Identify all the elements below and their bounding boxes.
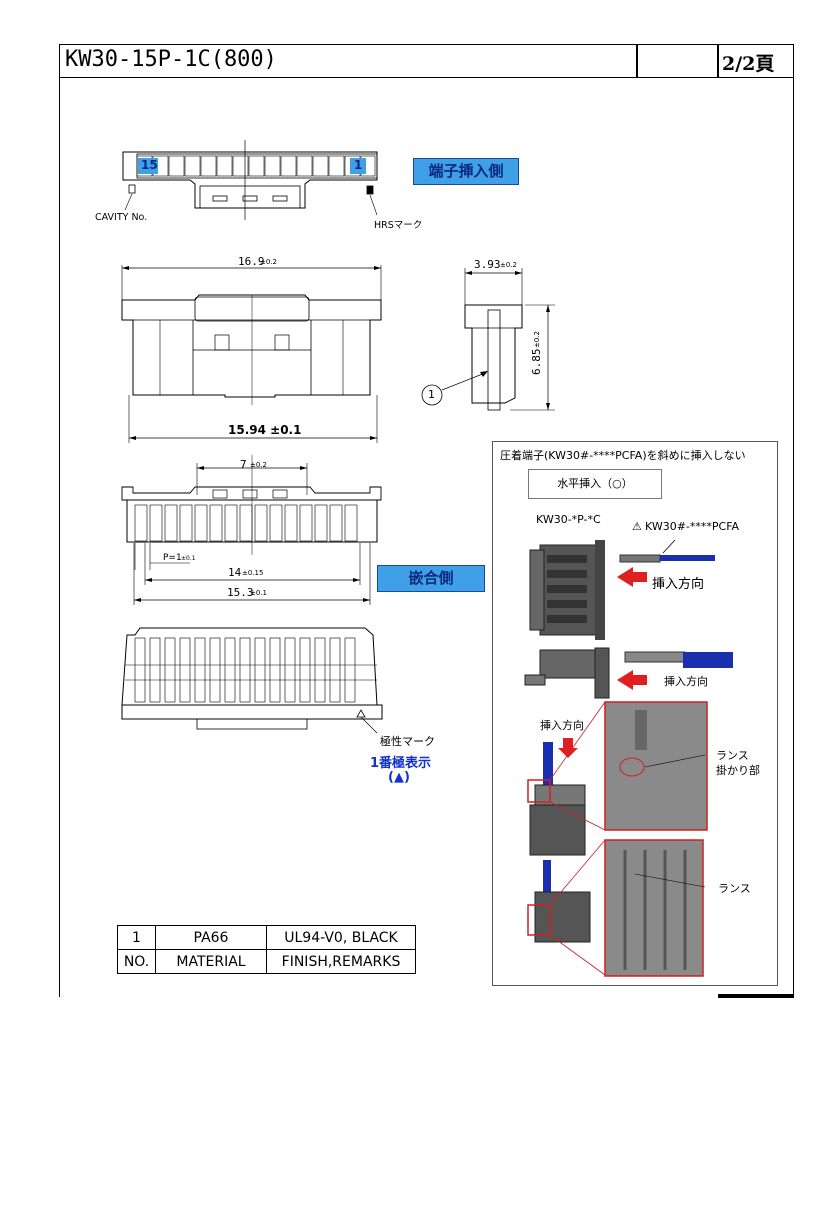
title-separator [636, 44, 638, 78]
side-view-drawing [421, 268, 555, 411]
notice-heading: 圧着端子(KW30#-****PCFA)を斜めに挿入しない [500, 449, 746, 462]
material-table: 1 PA66 UL94-V0, BLACK NO. MATERIAL FINIS… [117, 925, 416, 974]
dim-pitch-tolerance: ±0.1 [181, 555, 196, 562]
bottom-view-drawing [121, 627, 383, 734]
cavity-no-label: CAVITY No. [95, 212, 148, 223]
table-cell: PA66 [155, 925, 267, 950]
mating-side-label: 嵌合側 [377, 565, 485, 592]
dim-top-tolerance: ±0.2 [250, 461, 267, 469]
mating-view-drawing [121, 455, 382, 605]
cavity-15-number: 15 [141, 158, 158, 172]
table-cell: NO. [117, 949, 156, 974]
dim-14-tolerance: ±0.15 [242, 569, 264, 577]
insertion-notice-panel [492, 441, 778, 986]
terminal-insertion-side-label: 端子挿入側 [413, 158, 519, 185]
table-cell: FINISH,REMARKS [266, 949, 416, 974]
insert-direction-label-1: 挿入方向 [652, 577, 705, 592]
dim-14-value: 14 [228, 566, 242, 579]
dim-bottom-width: 15.94 ±0.1 [228, 423, 302, 437]
title-row [59, 44, 794, 78]
top-view-drawing [122, 140, 378, 220]
hrs-mark-label: HRSマーク [374, 220, 423, 231]
table-cell: UL94-V0, BLACK [266, 925, 416, 950]
cavity-1-highlight [350, 158, 366, 174]
table-row: NO. MATERIAL FINISH,REMARKS [117, 949, 416, 974]
insert-direction-label-2: 挿入方向 [664, 675, 708, 688]
part-balloon-1: 1 [428, 388, 435, 401]
front-view-drawing [121, 265, 382, 443]
pin1-indicator-label: 1番極表示 [370, 756, 432, 771]
cavity-15-highlight [138, 158, 158, 174]
table-row: 1 PA66 UL94-V0, BLACK [117, 925, 416, 950]
warning-triangle-icon: ⚠ [632, 520, 642, 533]
polarity-mark-label: 極性マーク [380, 735, 435, 748]
footer-bar [718, 994, 794, 998]
dim-depth-value: 3.93 [474, 258, 501, 271]
dim-height-value: 6.85 [530, 348, 543, 376]
terminal-part-label: KW30#-****PCFA [645, 520, 740, 533]
notice-illustrations [524, 539, 733, 977]
cavity-1-number: 1 [354, 158, 363, 172]
dim-pitch-value: P=1 [163, 553, 182, 563]
dim-width-tolerance: ±0.2 [260, 258, 277, 266]
dim-height-tolerance: ±0.2 [533, 331, 541, 348]
table-cell: 1 [117, 925, 156, 950]
dim-153-value: 15.3 [227, 586, 254, 599]
page-number: 2/2頁 [722, 53, 775, 75]
dim-width-value: 16.9 [238, 255, 265, 268]
housing-part-label: KW30-*P-*C [536, 513, 601, 526]
dim-top-value: 7 [240, 458, 247, 471]
title-separator [717, 44, 719, 78]
table-cell: MATERIAL [155, 949, 267, 974]
drawing-title: KW30-15P-1C(800) [65, 47, 277, 72]
lance-label: ランス [718, 882, 751, 895]
dim-153-tolerance: ±0.1 [250, 589, 267, 597]
dim-depth-tolerance: ±0.2 [500, 261, 517, 269]
pin1-indicator-symbol: (▲) [388, 770, 410, 785]
lance-hook-part-label: 掛かり部 [716, 764, 760, 777]
horizontal-insert-box: 水平挿入（○） [528, 469, 662, 499]
lance-hook-label: ランス [716, 749, 749, 762]
insert-direction-label-3: 挿入方向 [540, 719, 584, 732]
